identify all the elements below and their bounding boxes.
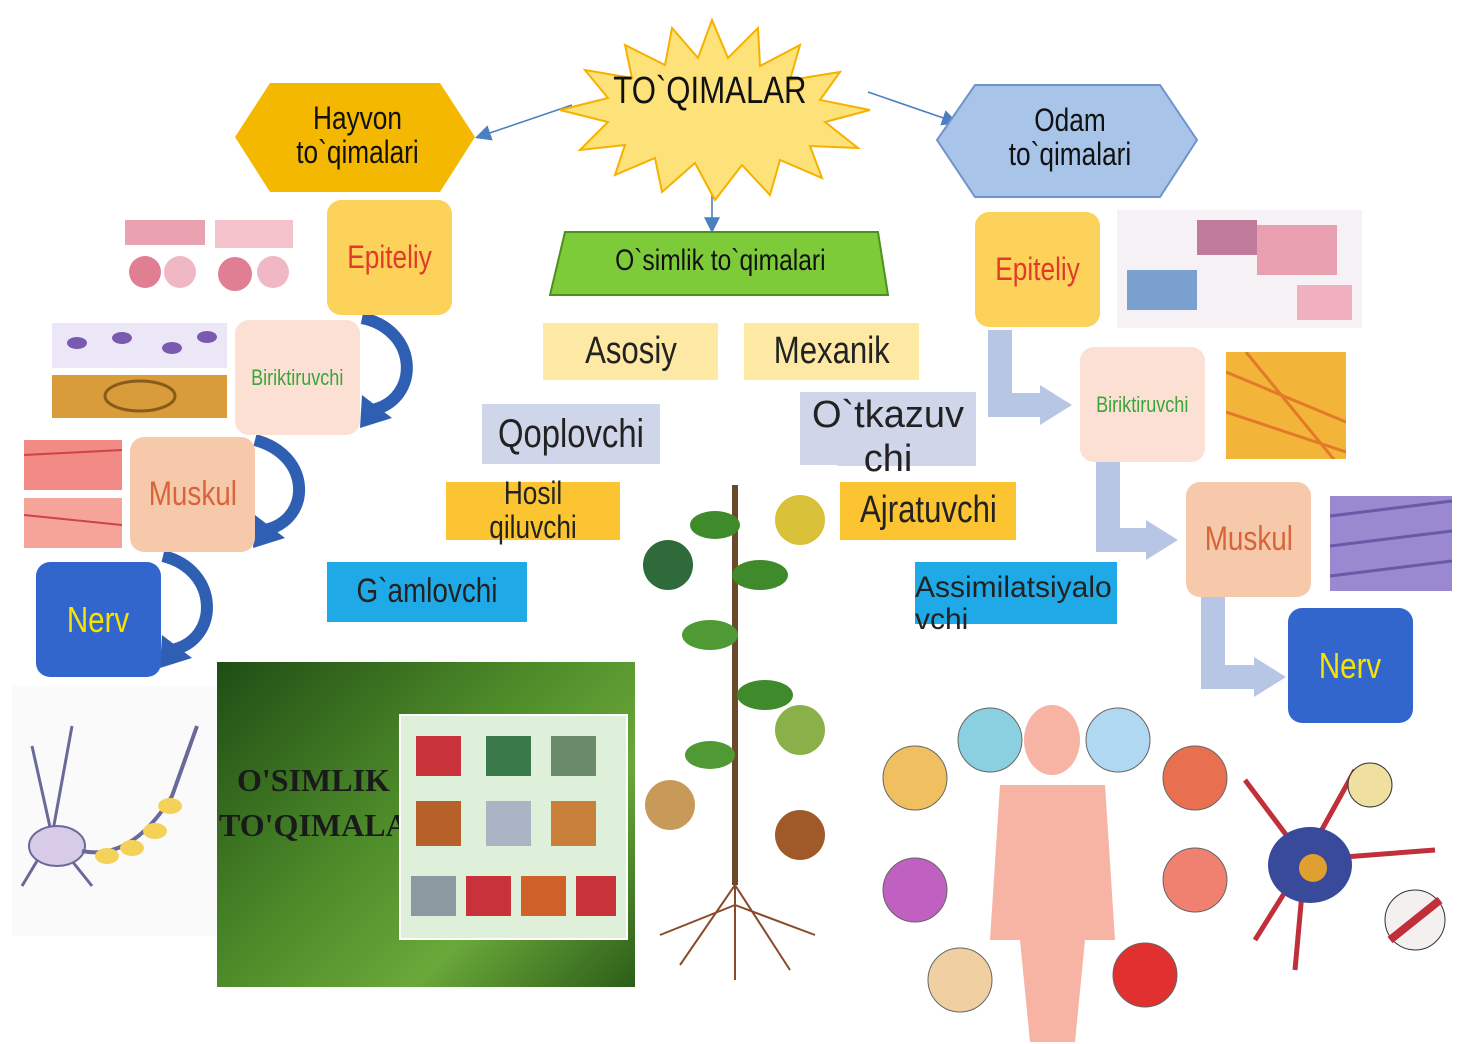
curved-arrow-2 (255, 440, 299, 530)
human-epithelium-box: Epiteliy (975, 212, 1100, 327)
plant-item-qoplovchi: Qoplovchi (482, 404, 660, 464)
human-nerve-box: Nerv (1288, 608, 1413, 723)
plant-item-gamlovchi: G`amlovchi (327, 562, 527, 622)
plant-item-hosil-qiluvchi: Hosil qiluvchi (446, 482, 620, 540)
animal-epithelium-image (115, 212, 300, 297)
animal-epithelium-box: Epiteliy (327, 200, 452, 315)
human-muscle-box: Muskul (1186, 482, 1311, 597)
animal-connective-box: Biriktiruvchi (235, 320, 360, 435)
animal-nerve-box: Nerv (36, 562, 161, 677)
plant-leaf-image: O'SIMLIK TO'QIMALARI (217, 662, 635, 987)
arrow-to-animal (478, 105, 572, 137)
human-connective-box: Biriktiruvchi (1080, 347, 1205, 462)
human-body-tissues-image (880, 700, 1230, 1042)
plant-item-mexanik: Mexanik (744, 323, 919, 380)
animal-connective-image (52, 323, 227, 418)
curved-arrow-3 (163, 556, 207, 650)
human-connective-image (1226, 352, 1346, 459)
plant-tissue-inset (399, 714, 628, 940)
human-neuron-image (1235, 740, 1460, 980)
plant-item-otkazuvchi: O`tkazuvchi (800, 392, 976, 466)
human-heading: Odam to`qimalari (955, 112, 1185, 164)
animal-muscle-box: Muskul (130, 437, 255, 552)
title-text: TO`QIMALAR (600, 68, 820, 116)
curved-arrow-1 (362, 318, 407, 410)
arrow-to-human (868, 92, 955, 122)
animal-heading: Hayvon to`qimalari (245, 110, 470, 162)
plant-item-asosiy: Asosiy (543, 323, 718, 380)
neuron-diagram-image (12, 686, 217, 936)
plant-item-assimilatsiyalovchi: Assimilatsiyalovchi (915, 562, 1117, 624)
plant-item-ajratuvchi: Ajratuvchi (840, 482, 1016, 540)
elbow-arrow-2 (1108, 462, 1150, 540)
human-epithelium-image (1117, 210, 1362, 328)
plant-image-caption-line1: O'SIMLIK (237, 762, 390, 799)
animal-muscle-image (24, 440, 122, 548)
plant-structure-image (640, 465, 838, 987)
elbow-arrow-3 (1213, 595, 1258, 677)
human-muscle-image (1330, 496, 1452, 591)
elbow-arrow-1 (1000, 330, 1045, 405)
plant-heading: O`simlik to`qimalari (575, 236, 865, 286)
